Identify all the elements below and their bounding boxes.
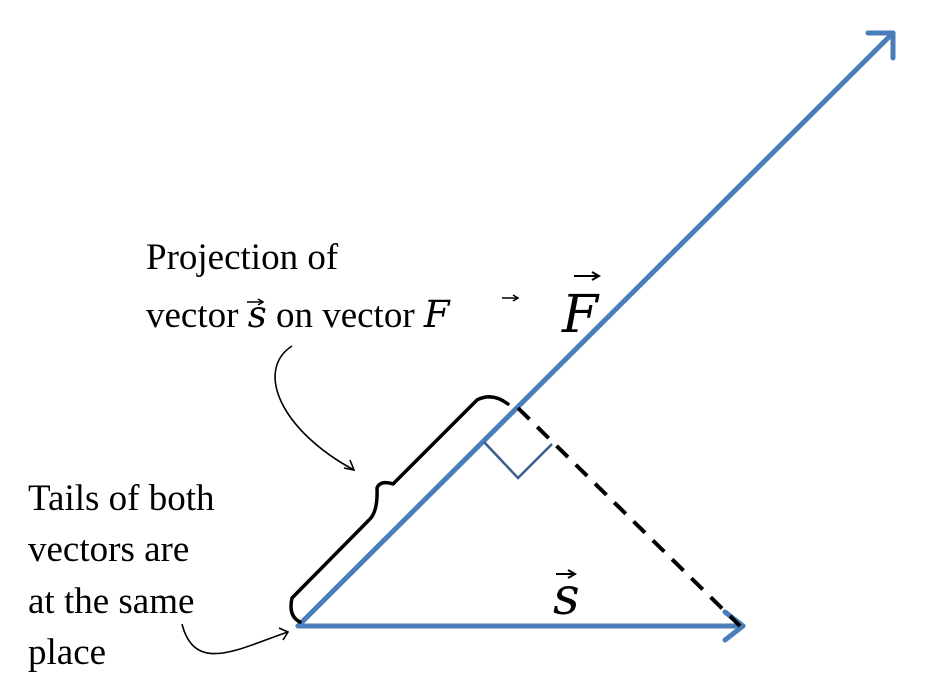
projection-annotation-line2: vector s on vector F: [146, 293, 451, 336]
projection-annotation-middle: on vector: [267, 295, 424, 336]
vector-s-label-arrowhead-icon: [567, 569, 578, 579]
projection-brace: [289, 395, 510, 624]
vector-f-arrowhead: [865, 30, 896, 61]
projection-annotation-prefix: vector: [146, 295, 248, 336]
projection-annotation-vector-f: F: [423, 293, 451, 336]
vector-s-label: s: [553, 567, 580, 627]
projection-annotation-line1: Projection of: [146, 237, 339, 278]
tails-annotation-line1: Tails of both: [28, 478, 215, 519]
vector-f-label-arrowhead-icon: [591, 271, 602, 281]
projection-leader-line: [274, 345, 355, 471]
tails-leader-arrowhead: [278, 627, 290, 641]
vector-f-label: F: [561, 271, 602, 345]
projection-inline-f-arrowhead-icon: [512, 294, 520, 302]
projection-inline-s-arrowhead-icon: [257, 298, 265, 306]
tails-annotation: Tails of both vectors are at the same pl…: [28, 478, 215, 673]
tails-annotation-line3: at the same: [28, 581, 194, 622]
perpendicular-dashed-line: [516, 406, 742, 628]
projection-annotation: Projection of vector s on vector F: [146, 237, 520, 336]
projection-leader-arrowhead: [343, 459, 356, 472]
vector-f-label-letter: F: [561, 285, 600, 345]
tails-leader-line: [181, 623, 289, 655]
tails-annotation-line2: vectors are: [28, 529, 189, 570]
right-angle-marker: [483, 441, 553, 480]
tails-annotation-line4: place: [28, 632, 106, 673]
vector-f-arrow: [295, 30, 896, 629]
vector-s-label-letter: s: [553, 567, 580, 627]
projection-annotation-vector-s: s: [248, 293, 267, 336]
